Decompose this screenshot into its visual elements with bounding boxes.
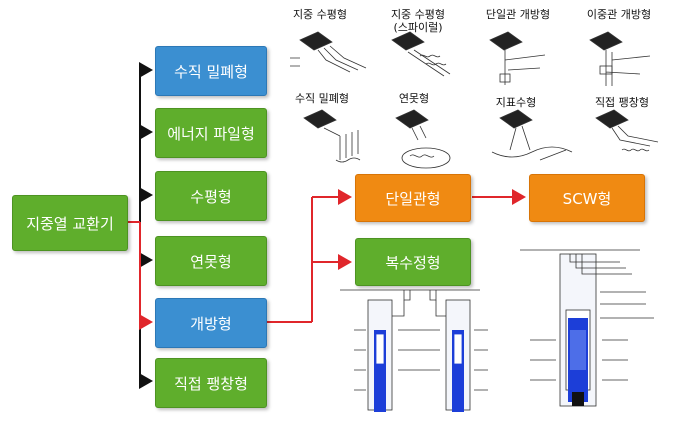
thumb-label-horizontal: 지중 수평형 (292, 8, 348, 21)
thumb-label-spiral-1: 지중 수평형 (390, 8, 446, 21)
thumb-label-direct-expansion: 직접 팽창형 (594, 96, 650, 109)
category-horizontal[interactable]: 수평형 (155, 171, 267, 221)
open-type-single-pipe[interactable]: 단일관형 (355, 174, 471, 222)
thumb-label-surface-water: 지표수형 (495, 96, 537, 109)
thumb-label-single-open: 단일관 개방형 (485, 8, 551, 21)
category-vertical-closed[interactable]: 수직 밀폐형 (155, 46, 267, 96)
root-node-ground-heat-exchanger: 지중열 교환기 (12, 195, 128, 251)
category-energy-pile[interactable]: 에너지 파일형 (155, 108, 267, 158)
open-type-multi-well[interactable]: 복수정형 (355, 238, 471, 286)
thumb-label-spiral-2: (스파이럴) (393, 21, 443, 34)
thumb-label-pond: 연못형 (398, 92, 430, 105)
thumb-label-vertical-closed: 수직 밀폐형 (294, 92, 350, 105)
category-open-loop[interactable]: 개방형 (155, 298, 267, 348)
thumb-label-double-open: 이중관 개방형 (586, 8, 652, 21)
category-direct-expansion[interactable]: 직접 팽창형 (155, 358, 267, 408)
open-type-scw[interactable]: SCW형 (529, 174, 645, 222)
category-pond[interactable]: 연못형 (155, 236, 267, 286)
